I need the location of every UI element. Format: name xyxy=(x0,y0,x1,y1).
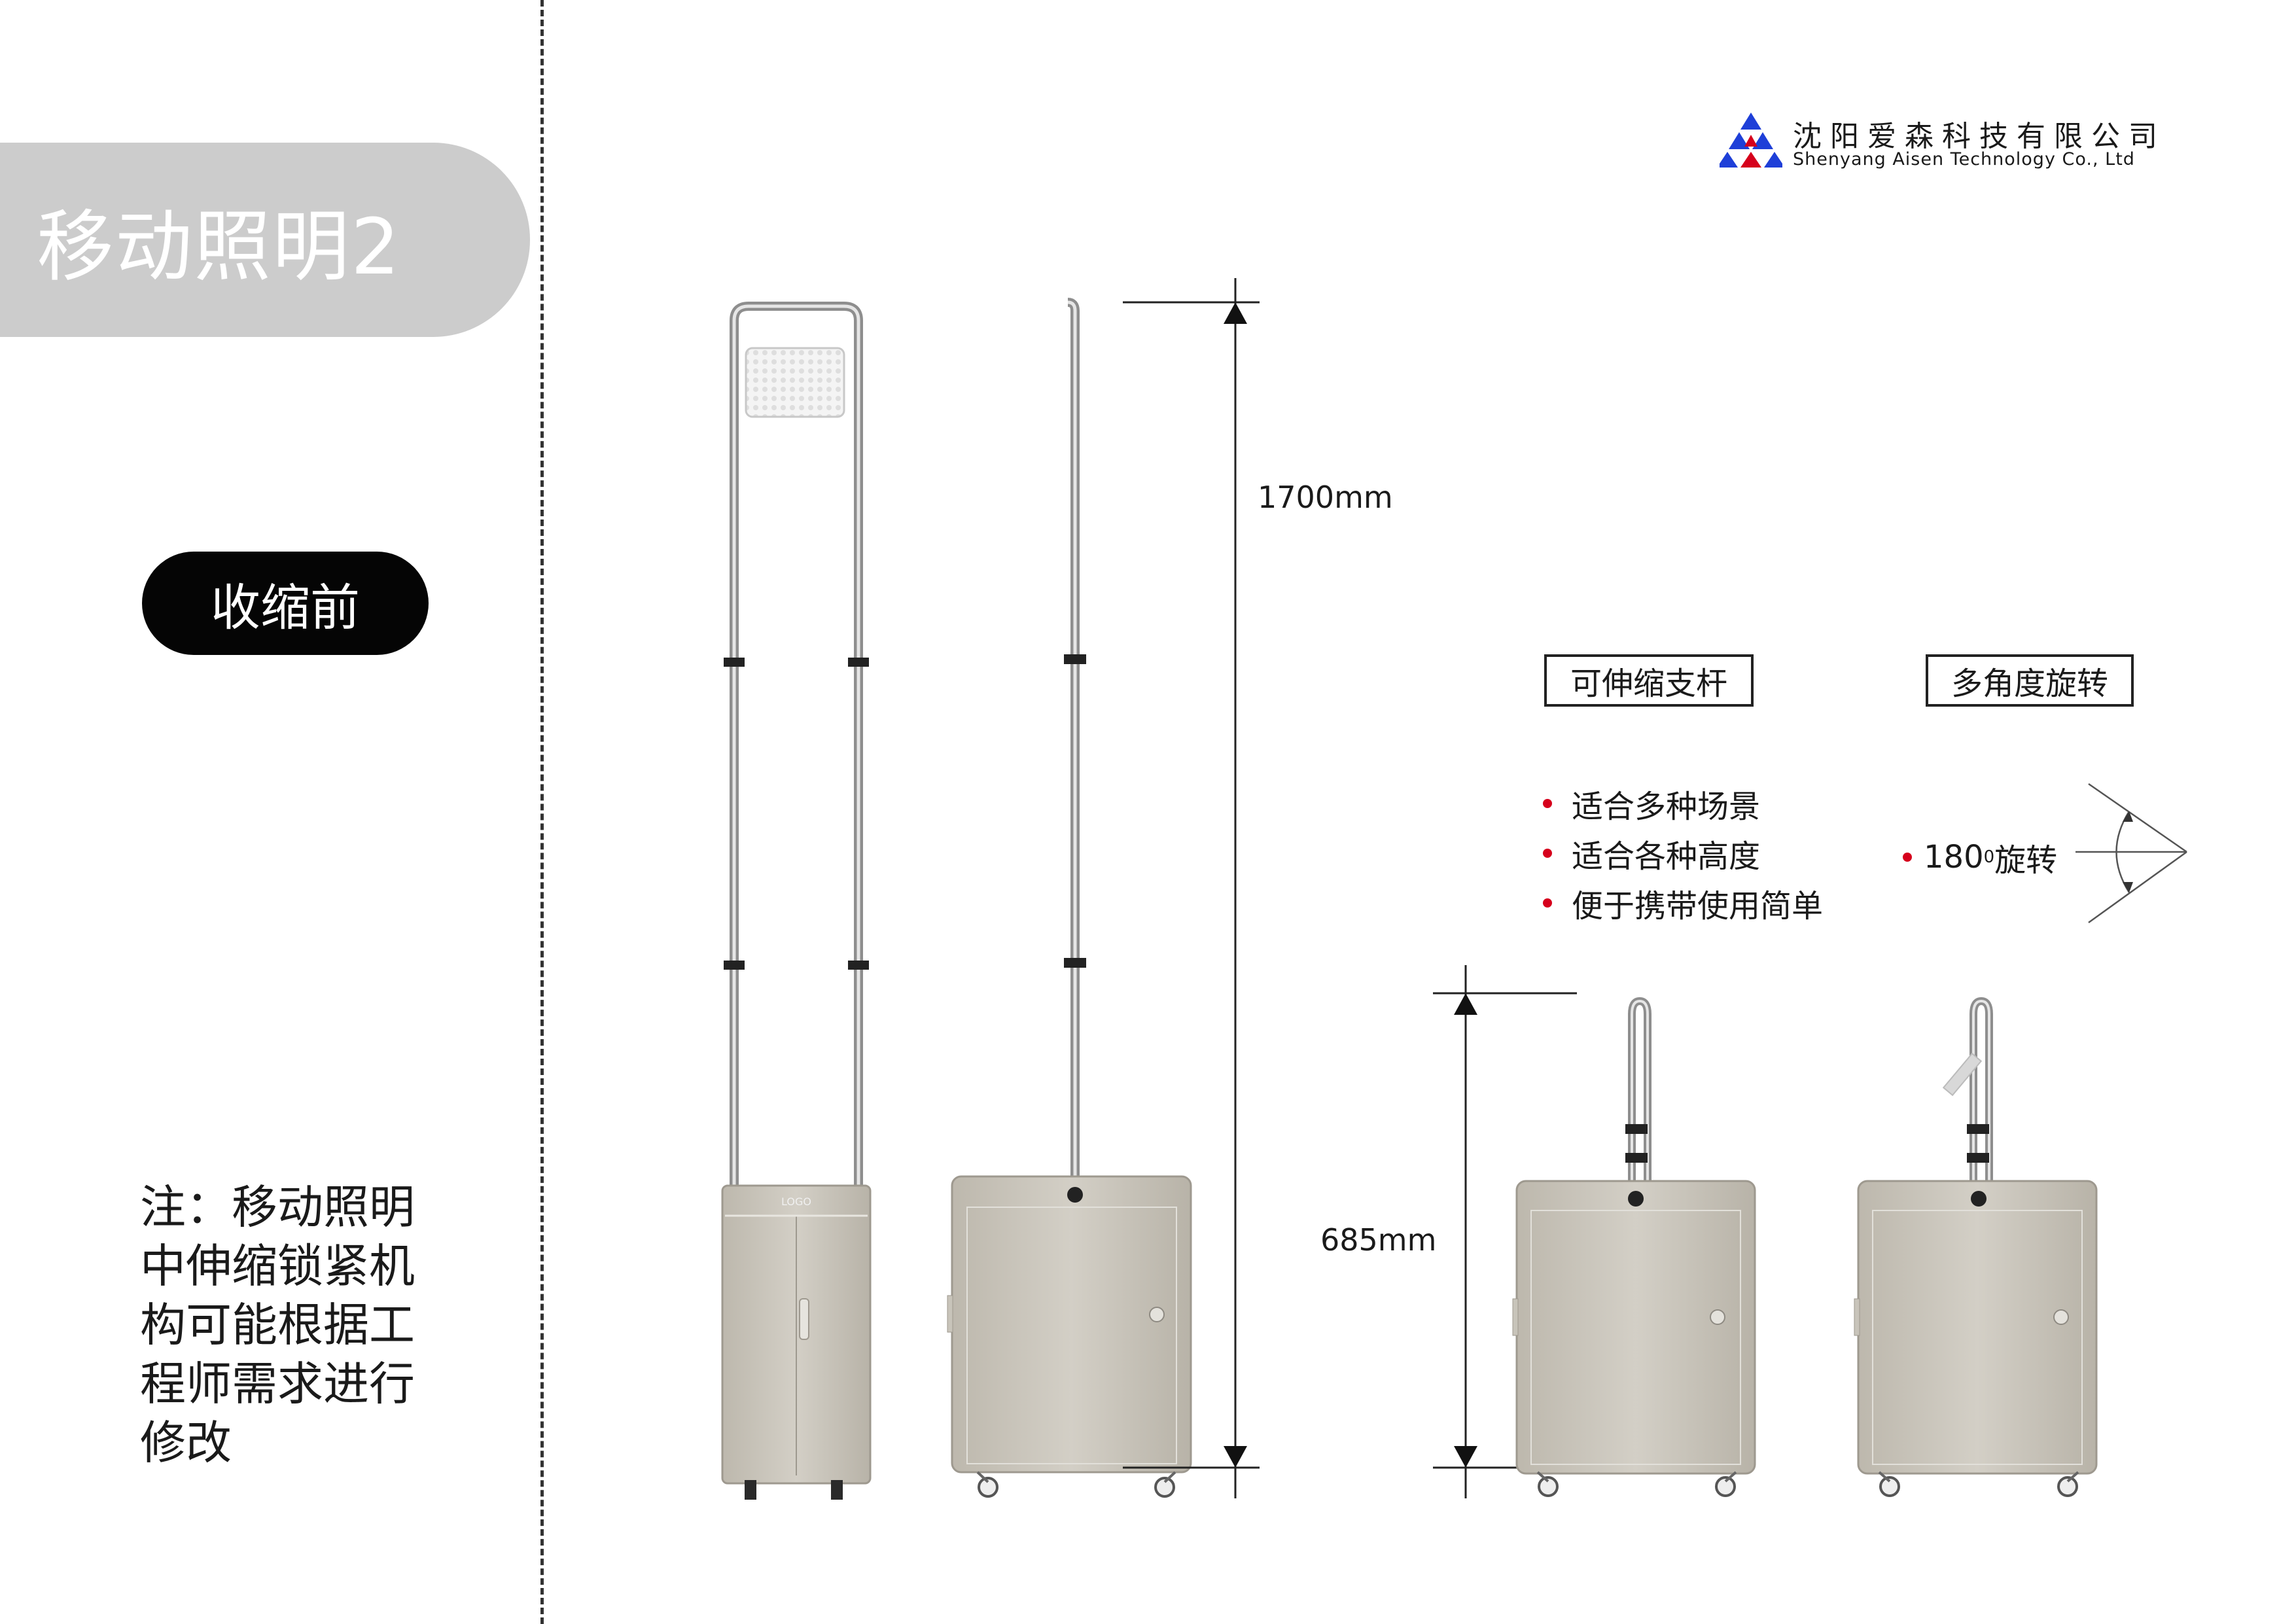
company-name-en: Shenyang Aisen Technology Co., Ltd xyxy=(1793,149,2135,169)
page-title-banner: 移动照明2 xyxy=(0,143,530,337)
cabinet-logo: LOGO xyxy=(781,1195,811,1208)
company-logo-icon xyxy=(1720,113,1782,168)
company-name-cn: 沈阳爱森科技有限公司 xyxy=(1793,120,2166,153)
bullet-dot-icon xyxy=(1903,853,1912,862)
dimension-685 xyxy=(1433,965,1577,1498)
front-view-extended: LOGO xyxy=(721,302,872,1500)
dashed-divider xyxy=(540,0,544,1624)
dimension-1700 xyxy=(1123,278,1260,1498)
bullet-dot-icon xyxy=(1543,898,1552,908)
rotation-angle-diagram xyxy=(2075,783,2187,924)
list-item: 适合各种高度 xyxy=(1543,828,1823,878)
state-label: 收缩前 xyxy=(211,578,360,637)
bullet-dot-icon xyxy=(1543,799,1552,808)
collapsed-view-2 xyxy=(1854,997,2098,1497)
state-badge: 收缩前 xyxy=(142,552,429,655)
feature-telescopic-title: 可伸缩支杆 xyxy=(1544,654,1754,707)
list-item: 适合多种场景 xyxy=(1543,779,1823,828)
bullet-dot-icon xyxy=(1543,849,1552,858)
collapsed-view-1 xyxy=(1512,997,1756,1497)
rotated-lamp xyxy=(1942,1052,1983,1097)
list-item: 便于携带使用简单 xyxy=(1543,878,1823,928)
feature-rotation-title: 多角度旋转 xyxy=(1926,654,2134,707)
dimension-extended-label: 1700mm xyxy=(1258,480,1393,515)
feature-telescopic-list: 适合多种场景 适合各种高度 便于携带使用简单 xyxy=(1543,779,1823,928)
dimension-collapsed-label: 685mm xyxy=(1320,1222,1437,1258)
engineering-note: 注：移动照明中伸缩锁紧机构可能根据工程师需求进行修改 xyxy=(140,1180,415,1470)
led-panel xyxy=(745,347,845,418)
page-title: 移动照明2 xyxy=(37,202,402,292)
side-view-extended xyxy=(947,298,1192,1498)
